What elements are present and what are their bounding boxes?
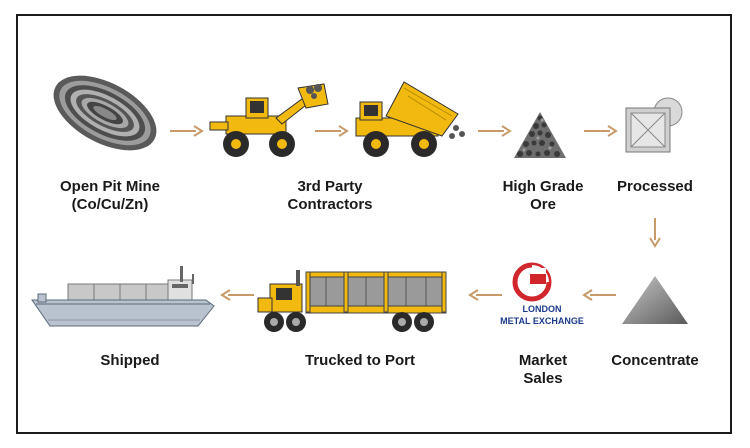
ore-node	[512, 110, 568, 160]
ore-label: High Grade Ore	[502, 178, 584, 213]
processed-node	[622, 94, 686, 158]
trucked-label: Trucked to Port	[304, 352, 416, 369]
lme-logo: LONDON METAL EXCHANGE	[500, 262, 584, 326]
concentrate-node	[620, 274, 690, 326]
concentrate-label: Concentrate	[611, 352, 699, 369]
contractors-label: 3rd Party Contractors	[287, 178, 373, 213]
arrow-ore-to-processed	[584, 124, 618, 138]
haul-truck-icon	[257, 270, 447, 332]
open-pit-mine-icon	[53, 75, 157, 151]
shipped-label: Shipped	[100, 352, 160, 369]
arrow-market-to-trucked	[468, 288, 502, 302]
arrow-contractors-to-ore	[478, 124, 512, 138]
processing-plant-icon	[625, 97, 683, 153]
contractors-node	[206, 78, 468, 163]
lme-logo-line-1: LONDON	[523, 304, 562, 314]
shipped-node	[30, 260, 216, 330]
cargo-ship-icon	[31, 266, 215, 327]
trucked-node	[256, 262, 454, 336]
ore-pile-icon	[514, 112, 566, 158]
processed-label: Processed	[617, 178, 693, 195]
concentrate-pile-icon	[622, 276, 688, 324]
loader-and-dump-truck-icon	[209, 81, 465, 157]
market-label: Market Sales	[518, 352, 568, 387]
diagram-frame	[16, 14, 732, 434]
open-pit-mine-node	[48, 66, 163, 161]
market-node: LONDON METAL EXCHANGE	[496, 262, 588, 332]
open-pit-mine-label: Open Pit Mine (Co/Cu/Zn)	[59, 178, 160, 213]
lme-logo-line-2: METAL EXCHANGE	[500, 316, 584, 326]
arrow-processed-to-concentrate	[648, 218, 662, 248]
arrow-trucked-to-shipped	[220, 288, 254, 302]
arrow-loader-to-truck	[315, 124, 349, 138]
arrow-concentrate-to-market	[582, 288, 616, 302]
arrow-mine-to-contractors	[170, 124, 204, 138]
